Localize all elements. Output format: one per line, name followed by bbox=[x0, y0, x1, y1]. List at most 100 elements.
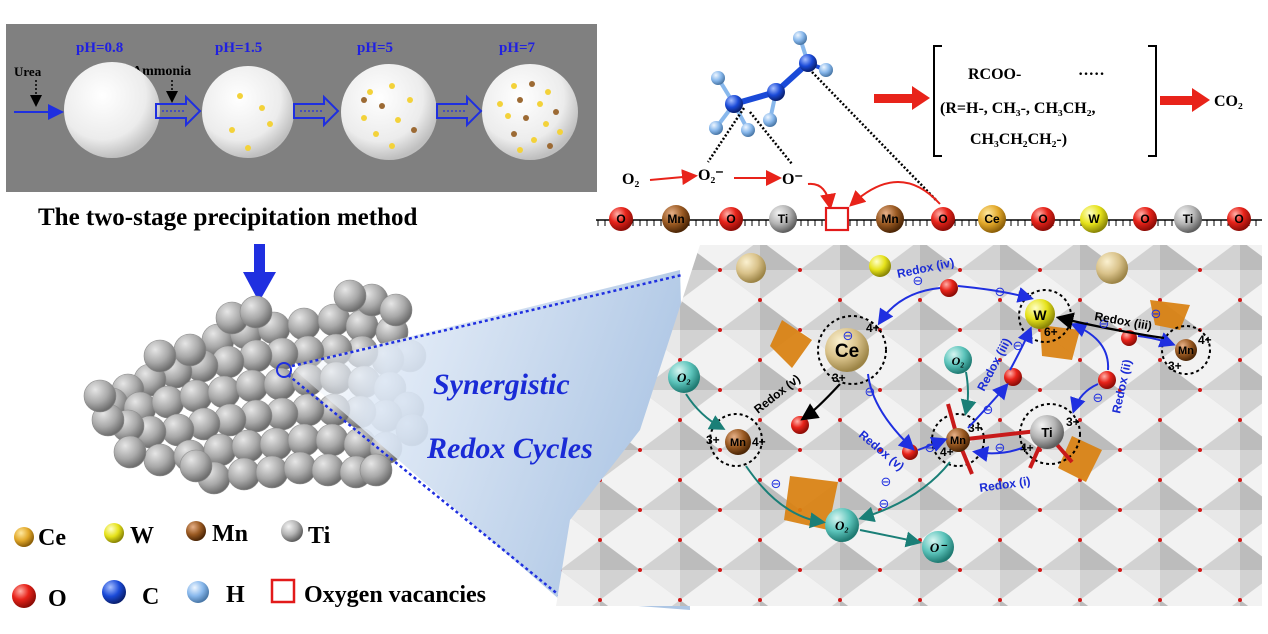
arrow-teal-o2mid-mn bbox=[960, 371, 977, 416]
o-minus-sphere-label: O⁻ bbox=[930, 540, 948, 555]
o-atom-5 bbox=[791, 416, 809, 434]
cluster-particle bbox=[283, 451, 317, 485]
particle-dot bbox=[373, 131, 379, 137]
particle-dot bbox=[529, 81, 535, 87]
rcoo-label: RCOO- bbox=[968, 66, 1021, 83]
mn-right-atom bbox=[1175, 339, 1197, 361]
cluster-particle bbox=[379, 293, 413, 327]
electron-marker: ⊖ bbox=[925, 441, 936, 456]
arrow-iii-1 bbox=[1009, 326, 1033, 371]
mn-right-cycle bbox=[1161, 325, 1211, 375]
particle-dot bbox=[237, 93, 243, 99]
ce-3plus: 3+ bbox=[832, 371, 846, 385]
cluster-particle bbox=[239, 295, 273, 329]
o2-mid-sphere bbox=[944, 346, 972, 374]
electron-marker: ⊖ bbox=[881, 475, 892, 490]
electron-marker: ⊖ bbox=[995, 285, 1006, 300]
particle-dot bbox=[511, 131, 517, 137]
legend-h-label: H bbox=[226, 582, 245, 608]
particle-dot bbox=[245, 145, 251, 151]
arrow-teal-mn-o2 bbox=[745, 465, 826, 529]
row-atom-label: Mn bbox=[881, 212, 898, 226]
row-atom-label: O bbox=[1234, 212, 1243, 226]
urea-label: Urea bbox=[14, 64, 42, 79]
row-atom-o bbox=[931, 207, 955, 231]
ti-cycle bbox=[1019, 403, 1081, 465]
redox-cycles-label: Redox Cycles bbox=[426, 432, 593, 465]
legend-ti-icon bbox=[281, 520, 303, 542]
arrow-v-1 bbox=[867, 373, 915, 451]
particle-dot bbox=[267, 121, 273, 127]
particle-dot bbox=[259, 105, 265, 111]
row-atom-label: Ti bbox=[1183, 212, 1193, 226]
particle-dot bbox=[229, 127, 235, 133]
arrow-teal-o2-ominus bbox=[859, 529, 922, 548]
top-w-sphere bbox=[869, 255, 891, 277]
row-atom-o bbox=[719, 207, 743, 231]
r-definition-1: (R=H-, CH₃-, CH₃CH₂, bbox=[940, 100, 1096, 117]
o2-bottom-sphere bbox=[825, 508, 859, 542]
legend-c-label: C bbox=[142, 584, 159, 610]
row-atom-w bbox=[1080, 205, 1108, 233]
electron-marker: ⊖ bbox=[879, 497, 890, 512]
o2-mid-label: O₂ bbox=[952, 354, 965, 368]
sphere-stage-2 bbox=[202, 66, 294, 158]
row-atom-o bbox=[1031, 207, 1055, 231]
mn-mid-label: Mn bbox=[950, 435, 966, 447]
legend-w-icon bbox=[104, 523, 124, 543]
legend-h-icon bbox=[187, 581, 209, 603]
co2-label: CO₂ bbox=[1214, 93, 1243, 110]
cluster-particle bbox=[259, 427, 293, 461]
ti-4plus: 4+ bbox=[1020, 441, 1034, 455]
arrow-v-2 bbox=[917, 437, 948, 452]
method-title: The two-stage precipitation method bbox=[38, 204, 417, 231]
cluster-particle bbox=[333, 279, 367, 313]
o-minus-sphere bbox=[922, 531, 954, 563]
mn-left-atom bbox=[725, 429, 751, 455]
ammonia-label: Ammonia bbox=[132, 64, 191, 79]
product-bracket bbox=[933, 45, 1157, 157]
particle-dot bbox=[517, 97, 523, 103]
particle-dot bbox=[497, 101, 503, 107]
row-atom-o bbox=[1227, 207, 1251, 231]
o-minus-label: O⁻ bbox=[782, 171, 803, 188]
row-atom-label: Ce bbox=[984, 212, 1000, 226]
ce-4plus: 4+ bbox=[866, 321, 880, 335]
electron-marker: ⊖ bbox=[865, 385, 876, 400]
stage-1-ph: pH=0.8 bbox=[76, 40, 123, 56]
legend-o-label: O bbox=[48, 586, 67, 612]
red-arrow-1 bbox=[874, 86, 930, 110]
electron-marker: ⊖ bbox=[995, 441, 1006, 456]
stage-2-ph: pH=1.5 bbox=[215, 40, 262, 56]
cluster-particle bbox=[235, 369, 269, 403]
o2-left-sphere bbox=[668, 361, 700, 393]
row-atom-label: W bbox=[1088, 212, 1100, 226]
arrow-iv-2 bbox=[957, 285, 1034, 303]
cluster-particle bbox=[239, 339, 273, 373]
row-atom-o bbox=[1133, 207, 1157, 231]
particle-dot bbox=[505, 113, 511, 119]
row-atom-ce bbox=[978, 205, 1006, 233]
o-atom-1 bbox=[940, 279, 958, 297]
particle-dot bbox=[395, 117, 401, 123]
particle-dot bbox=[389, 143, 395, 149]
row-atom-mn bbox=[662, 205, 690, 233]
red-arrow-2 bbox=[1160, 88, 1210, 112]
cluster-particle bbox=[255, 455, 289, 489]
particle-dot bbox=[517, 147, 523, 153]
electron-marker: ⊖ bbox=[1151, 307, 1162, 322]
r-definition-2: CH₃CH₂CH₂-) bbox=[970, 131, 1067, 148]
row-atom-label: O bbox=[616, 212, 625, 226]
legend: Ce W Mn Ti O C H Oxygen vacancies bbox=[12, 520, 486, 612]
legend-mn-icon bbox=[186, 521, 206, 541]
ce-cycle bbox=[817, 315, 887, 385]
ominus-to-vacancy-arrow bbox=[807, 182, 836, 210]
o2-minus-label: O₂⁻ bbox=[698, 167, 724, 184]
arrow-iii-3 bbox=[1137, 332, 1176, 348]
sphere-stage-3 bbox=[341, 64, 437, 160]
particle-dot bbox=[543, 121, 549, 127]
o-atom-3 bbox=[1098, 371, 1116, 389]
row-atom-label: O bbox=[1038, 212, 1047, 226]
